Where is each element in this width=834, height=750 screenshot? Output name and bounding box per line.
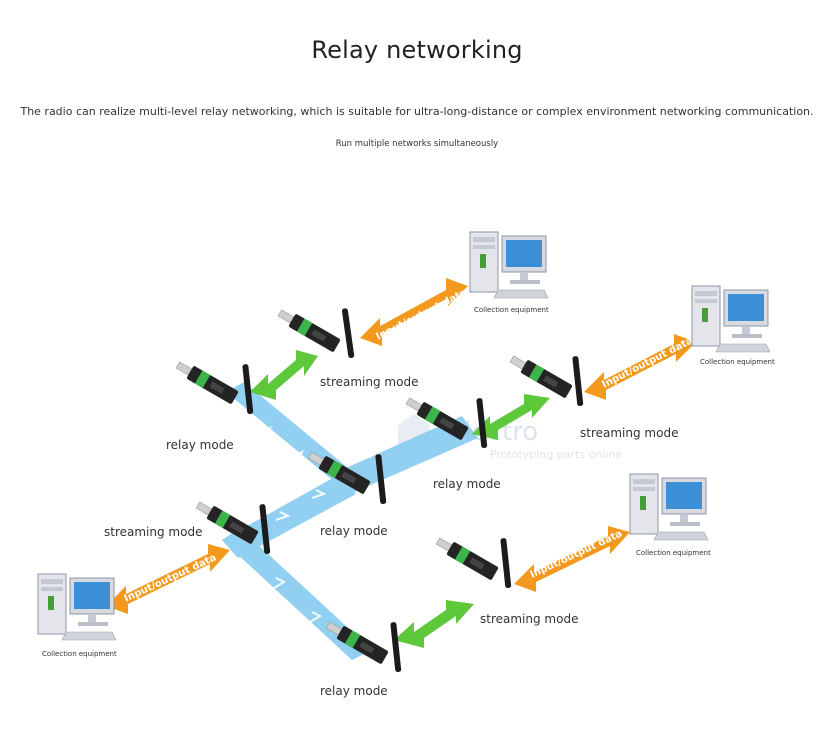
computer-icon-top [469,231,549,299]
equipment-caption-top: Collection equipment [474,306,549,314]
computer-icon-right [691,285,771,353]
mode-label-relay-center: relay mode [320,524,388,538]
radio-device-streaming-bottom [433,534,512,589]
page-subtitle: Run multiple networks simultaneously [335,139,499,149]
equipment-caption-bottom-right: Collection equipment [636,549,711,557]
io-label-3: Input/output data [123,552,219,604]
computer-icon-bottom-right [629,473,709,541]
io-label-2: Input/output data [600,335,694,390]
watermark-tagline: Prototyping parts online [490,448,622,461]
io-label-1: Input/output data [374,287,468,342]
mode-label-streaming-left: streaming mode [104,525,202,539]
io-label-4: Input/output data [529,528,625,580]
page-description: The radio can realize multi-level relay … [20,105,814,118]
computer-icon-left [37,573,117,641]
equipment-caption-right: Collection equipment [700,358,775,366]
mode-label-streaming-top: streaming mode [320,375,418,389]
mode-label-relay-mid: relay mode [433,477,501,491]
radio-device-streaming-top [275,306,355,359]
equipment-caption-left: Collection equipment [42,650,117,658]
green-arrows [250,350,550,648]
mode-label-relay-bottom: relay mode [320,684,388,698]
mode-label-streaming-right: streaming mode [580,426,678,440]
radio-device-relay-bottom [323,618,402,673]
mode-label-relay-left: relay mode [166,438,234,452]
mode-label-streaming-bottom: streaming mode [480,612,578,626]
page-title: Relay networking [311,36,523,64]
orange-arrows [106,278,696,614]
relay-path-chevrons [261,425,381,623]
